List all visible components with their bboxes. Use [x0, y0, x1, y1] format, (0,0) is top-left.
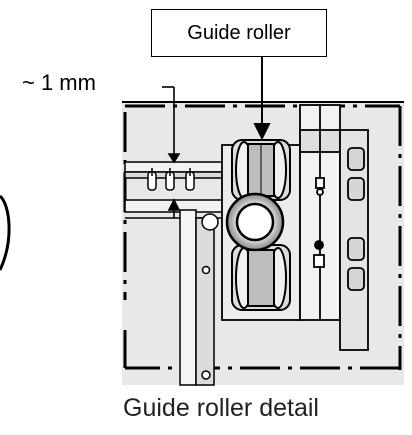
- callout-arrow: [253, 57, 271, 141]
- vertical-profile: [179, 209, 219, 386]
- guide-roller-callout: Guide roller: [151, 9, 327, 57]
- rail-clips: [147, 168, 195, 191]
- side-wheels: [347, 147, 365, 291]
- guide-roller-diagram: [0, 57, 404, 386]
- lower-guide-roller-icon: [231, 244, 291, 311]
- gap-dimension-label: ~ 1 mm: [22, 70, 96, 95]
- left-edge-part: [0, 194, 11, 271]
- figure-caption: Guide roller detail: [123, 394, 319, 422]
- upper-guide-roller-icon: [231, 139, 291, 201]
- dimension-leader: [162, 86, 181, 218]
- round-rod-icon: [225, 192, 285, 252]
